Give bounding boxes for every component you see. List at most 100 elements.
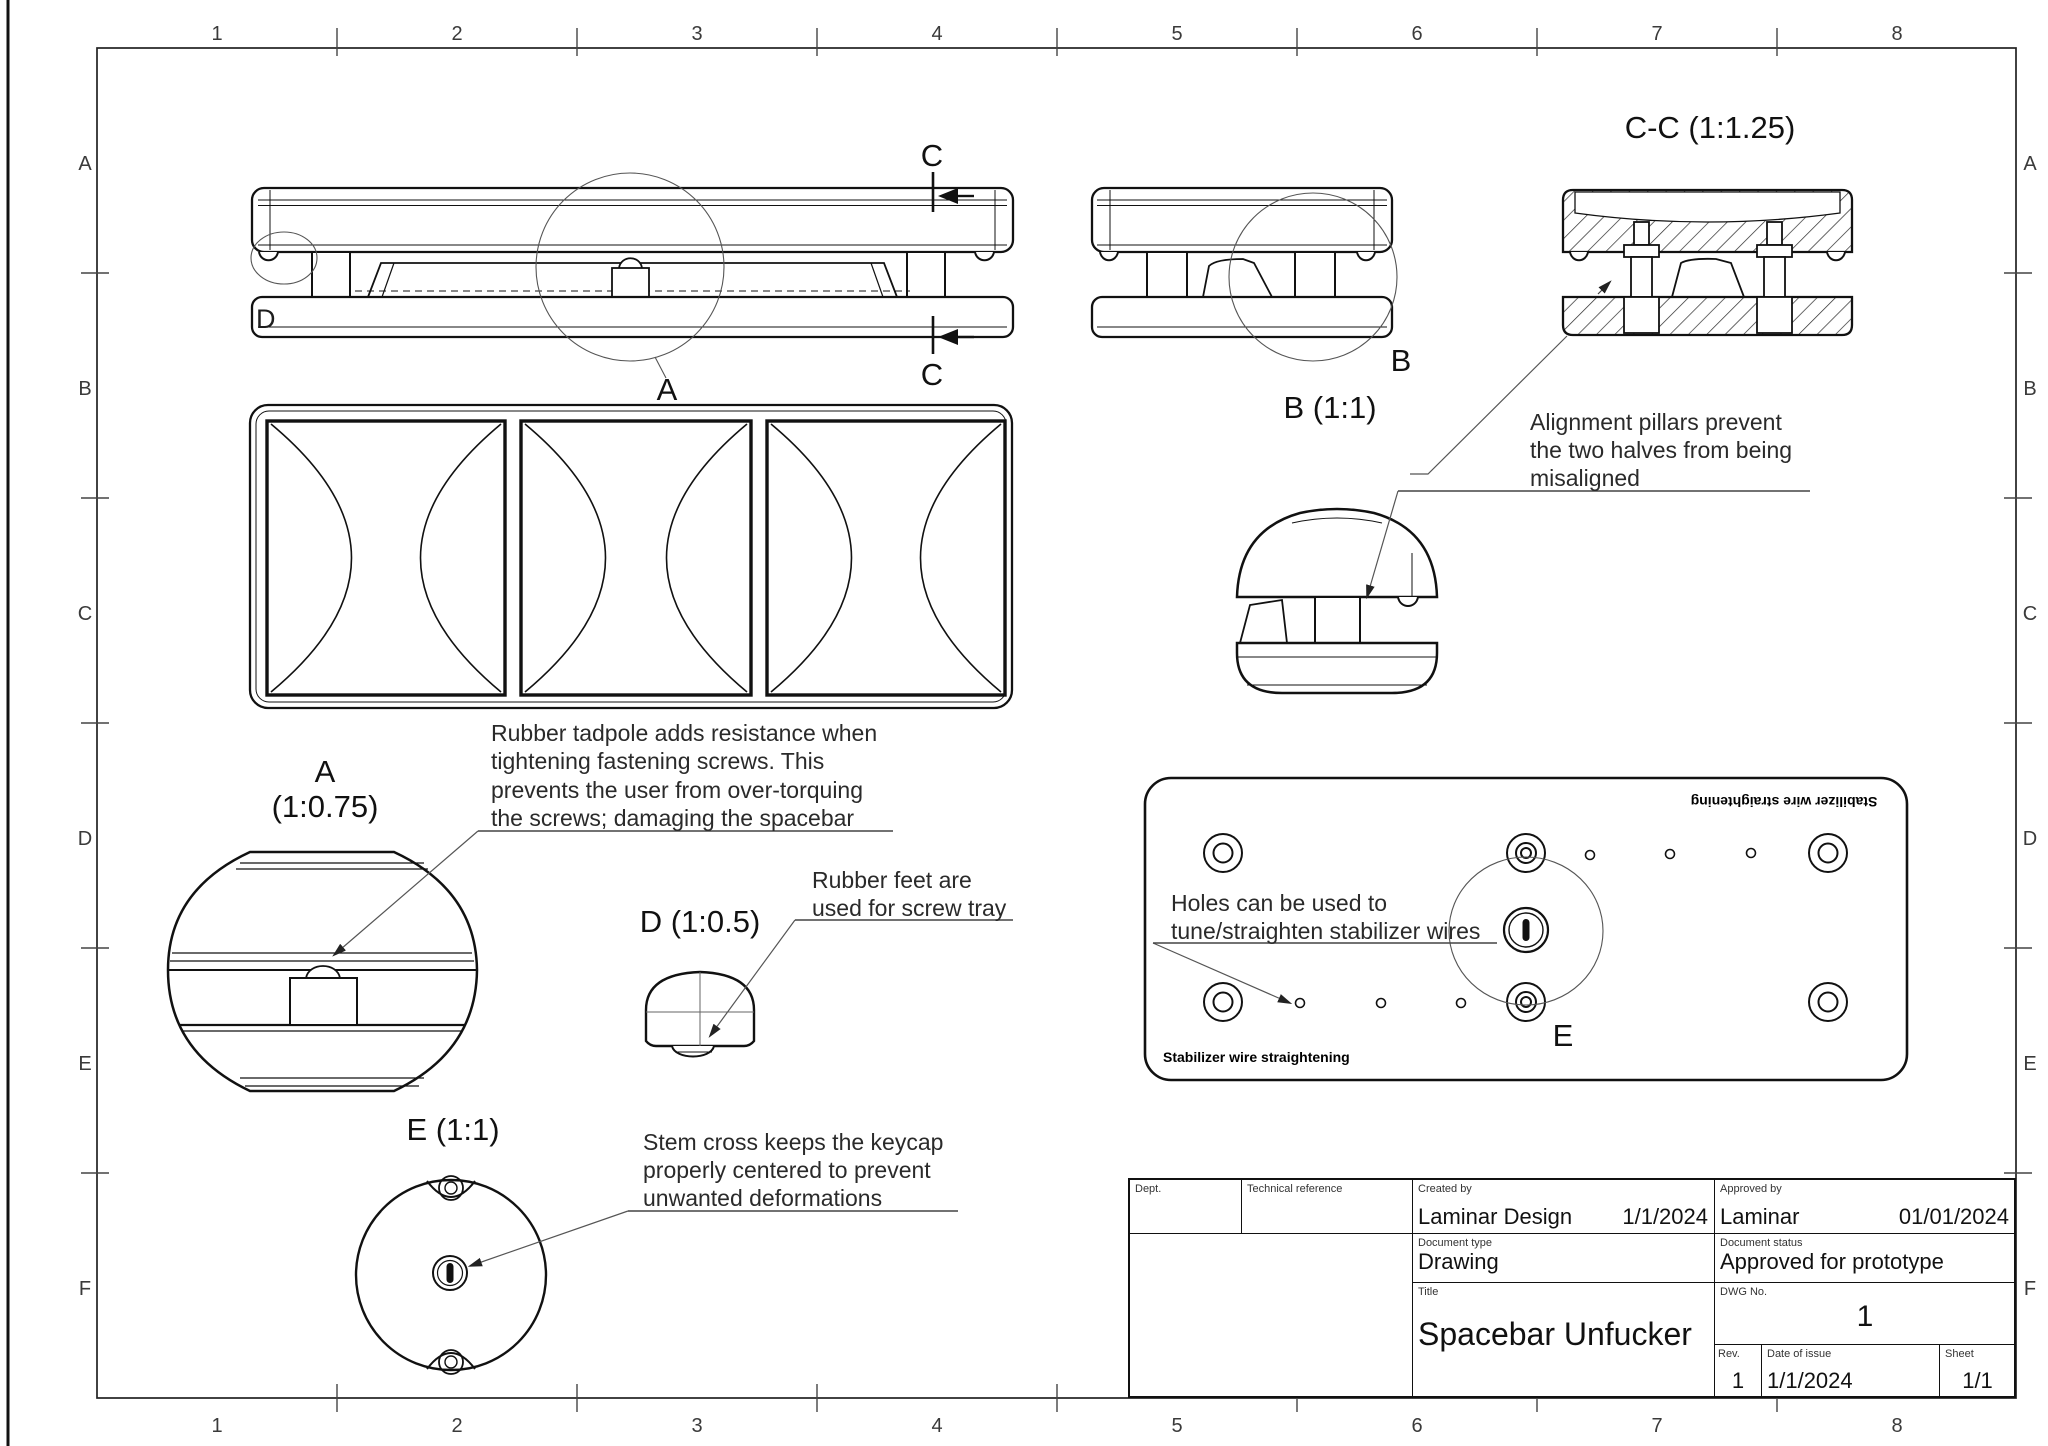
- rubber-tadpole-block: [611, 267, 650, 298]
- created-date-value: 1/1/2024: [1622, 1204, 1708, 1229]
- rubber-foot-right: [1826, 251, 1846, 262]
- rubber-foot-right: [1356, 251, 1376, 262]
- section-arrow-icon: [938, 329, 958, 345]
- annotation-line: Stem cross keeps the keycap: [643, 1129, 943, 1155]
- tuning-holes: [1294, 847, 1757, 1009]
- stem-cross-outer: [432, 1255, 468, 1291]
- col-label-top: 8: [1891, 23, 1902, 45]
- detail-d-title: D (1:0.5): [640, 904, 761, 939]
- view-b-title: B (1:1): [1283, 390, 1376, 425]
- rubber-foot-left: [1569, 251, 1589, 262]
- rubber-foot-left: [258, 251, 279, 262]
- stem-cross-slot: [1522, 919, 1530, 941]
- rubber-foot-left: [1099, 251, 1119, 262]
- row-label-right: D: [2023, 828, 2037, 850]
- rev-value: 1: [1731, 1368, 1745, 1393]
- section-bottom-half: [1561, 295, 1854, 337]
- rubber-foot-right: [974, 251, 995, 262]
- row-label-left: D: [78, 828, 92, 850]
- stabilizer-wire-profile: [1202, 258, 1273, 298]
- view-detail-d: [644, 970, 756, 1058]
- row-label-right: F: [2024, 1278, 2036, 1300]
- document-status-label: Document status: [1720, 1237, 1803, 1249]
- section-arrow-icon: [938, 188, 958, 204]
- dwg-no-label: DWG No.: [1720, 1286, 1768, 1298]
- detail-a-marker-label: A: [657, 372, 678, 407]
- annotation-line: Rubber tadpole adds resistance when: [491, 720, 877, 746]
- keycap-mount-outline: [354, 1178, 548, 1372]
- view-plan: [248, 403, 1014, 710]
- annotation-line: Holes can be used to: [1171, 890, 1387, 916]
- detail-d-marker-label: D: [256, 304, 276, 334]
- grid-labels: 1 2 3 4 5 6 7 8 1 2 3 4 5 6 7 8 A B C D …: [78, 23, 2038, 1437]
- stem-cross-slot: [446, 1263, 454, 1283]
- created-by-value: Laminar Design: [1418, 1204, 1573, 1229]
- col-label-top: 3: [691, 23, 702, 45]
- stabilizer-wire-profile: [1671, 257, 1745, 298]
- drawing-title: Spacebar Unfucker: [1418, 1316, 1692, 1352]
- alignment-pillar: [1314, 596, 1361, 644]
- detail-a-circle: [535, 172, 725, 362]
- annotation-stabilizer-holes: Holes can be used to tune/straighten sta…: [1171, 890, 1480, 944]
- col-label-bottom: 4: [931, 1415, 942, 1437]
- rubber-tadpole-block: [289, 977, 358, 1026]
- fastening-pillar: [311, 251, 351, 298]
- plate-text-bottom: Stabilizer wire straightening: [1163, 1049, 1350, 1065]
- approved-by-value: Laminar: [1720, 1204, 1800, 1229]
- rubber-foot-tip: [671, 1045, 715, 1058]
- section-c-marks: [931, 172, 974, 354]
- bottom-screw-notch: [426, 1352, 476, 1370]
- sheet-value: 1/1: [1962, 1368, 1993, 1393]
- annotation-line: properly centered to prevent: [643, 1157, 931, 1183]
- title-block-cell-document-type: Document type Drawing: [1413, 1234, 1715, 1283]
- title-label: Title: [1418, 1286, 1439, 1298]
- rubber-tadpole-dome: [305, 965, 341, 979]
- row-label-left: C: [78, 603, 92, 625]
- col-label-top: 4: [931, 23, 942, 45]
- detail-blob-outline: [166, 850, 479, 1093]
- annotation-stem-cross: Stem cross keeps the keycap properly cen…: [643, 1129, 943, 1211]
- section-cc-title: C-C (1:1.25): [1625, 110, 1796, 145]
- created-by-label: Created by: [1418, 1183, 1472, 1195]
- title-block-cell-document-status: Document status Approved for prototype: [1715, 1234, 2015, 1283]
- detail-e-marker-label: E: [1553, 1018, 1574, 1053]
- title-block-cell-approved-by: Approved by Laminar 01/01/2024: [1715, 1180, 2015, 1234]
- col-label-bottom: 2: [451, 1415, 462, 1437]
- fastening-pillar: [1294, 251, 1336, 298]
- detail-b-marker-label: B: [1391, 343, 1412, 378]
- plate-text-top-rotated: Stabilizer wire straightening: [1691, 794, 1878, 810]
- annotation-line: prevents the user from over-torquing: [491, 777, 863, 803]
- view-detail-a: [166, 850, 479, 1093]
- section-c-label-bottom: C: [921, 357, 943, 392]
- row-label-right: C: [2023, 603, 2037, 625]
- date-of-issue-label: Date of issue: [1767, 1348, 1832, 1360]
- annotation-line: misaligned: [1530, 465, 1640, 491]
- top-half-dome: [1235, 507, 1439, 599]
- spacebar-panel: [519, 419, 753, 697]
- annotation-line: Rubber feet are: [812, 867, 972, 893]
- annotation-line: unwanted deformations: [643, 1185, 882, 1211]
- detail-a-scale: (1:0.75): [272, 789, 379, 824]
- spacebar-panel: [265, 419, 507, 697]
- bottom-half: [1235, 641, 1439, 695]
- row-label-left: F: [79, 1278, 91, 1300]
- title-block-cell-empty: [1130, 1234, 1413, 1398]
- title-block-cell-dwg-no: DWG No. 1: [1715, 1283, 2015, 1345]
- view-front: [250, 172, 1015, 379]
- corner-holes: [1203, 833, 1848, 1022]
- document-type-label: Document type: [1418, 1237, 1492, 1249]
- title-block-cell-date-of-issue: Date of issue 1/1/2024: [1762, 1345, 1940, 1397]
- row-label-right: E: [2023, 1053, 2036, 1075]
- fastening-pillar: [1146, 251, 1188, 298]
- rev-label: Rev.: [1718, 1348, 1740, 1360]
- view-detail-b: [1235, 507, 1439, 695]
- annotation-tadpole: Rubber tadpole adds resistance when tigh…: [491, 720, 877, 831]
- annotation-leaders: [332, 335, 1810, 1267]
- technical-reference-label: Technical reference: [1247, 1183, 1343, 1195]
- rubber-foot: [1397, 596, 1419, 607]
- row-label-left: A: [78, 153, 92, 175]
- detail-d-circle: [250, 231, 318, 285]
- annotation-line: Alignment pillars prevent: [1530, 409, 1782, 435]
- rubber-tadpole-dome: [618, 257, 643, 269]
